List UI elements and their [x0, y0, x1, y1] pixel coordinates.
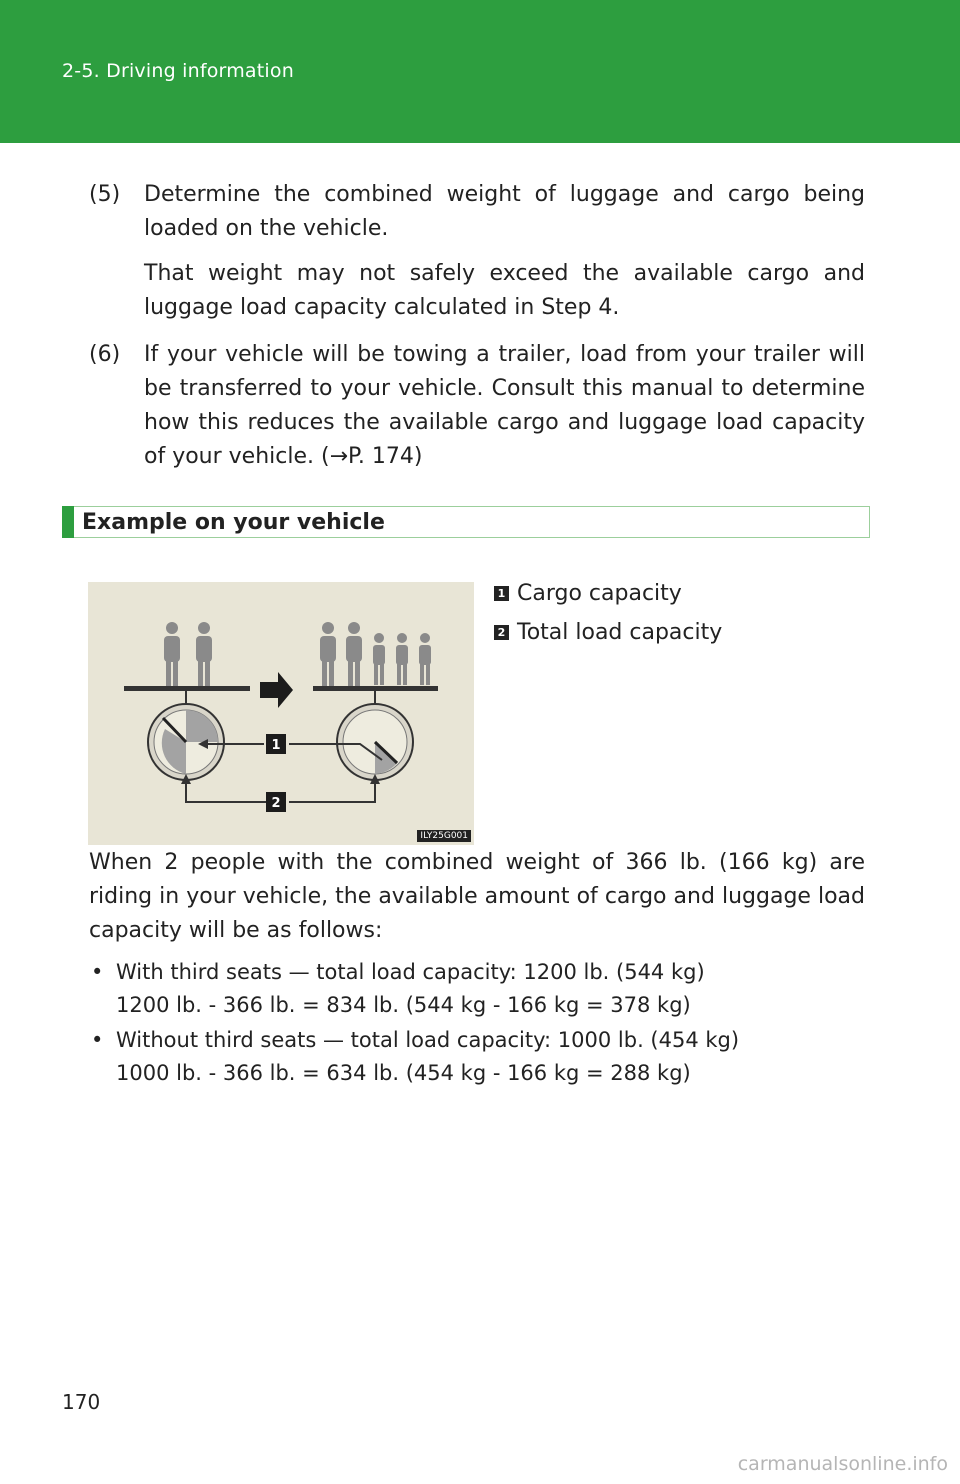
gauge-right: [336, 703, 414, 781]
bullet-list: • With third seats — total load capacity…: [89, 956, 869, 1092]
step-number: (5): [89, 182, 121, 207]
legend-item-total-load-capacity: 2 Total load capacity: [494, 619, 722, 647]
arrow-right-icon: [260, 672, 293, 708]
step-6: (6) If your vehicle will be towing a tra…: [89, 338, 865, 474]
gauge-left: [147, 703, 225, 781]
people-icon-left: [164, 622, 212, 686]
example-heading: Example on your vehicle: [62, 506, 870, 538]
bullet-calculation: 1200 lb. - 366 lb. = 834 lb. (544 kg - 1…: [116, 993, 691, 1017]
illustration-svg: 1 2: [124, 622, 438, 812]
example-paragraph: When 2 people with the combined weight o…: [89, 850, 865, 943]
callout-badge-2: [266, 792, 286, 812]
watermark: carmanualsonline.info: [737, 1453, 948, 1475]
page-number: 170: [62, 1390, 101, 1414]
load-capacity-illustration: 1 2 ILY25G001: [88, 582, 474, 845]
step-number: (6): [89, 342, 121, 367]
bullet-line: Without third seats — total load capacit…: [116, 1028, 740, 1052]
section-title: 2-5. Driving information: [62, 60, 294, 82]
bullet-mark: •: [91, 960, 104, 984]
heading-accent: [62, 506, 74, 538]
legend-item-cargo-capacity: 1 Cargo capacity: [494, 580, 682, 608]
bullet-calculation: 1000 lb. - 366 lb. = 634 lb. (454 kg - 1…: [116, 1061, 691, 1085]
list-item: • Without third seats — total load capac…: [89, 1024, 869, 1090]
step-paragraph: That weight may not safely exceed the av…: [144, 261, 865, 320]
figure-code: ILY25G001: [417, 830, 471, 842]
legend-number-badge: 2: [494, 625, 509, 640]
callout-label-1: 1: [271, 738, 280, 753]
people-icon-right: [320, 622, 431, 686]
platform-right: [313, 686, 438, 691]
example-title: Example on your vehicle: [82, 510, 385, 535]
legend-label: Cargo capacity: [517, 581, 682, 606]
bullet-line: With third seats — total load capacity: …: [116, 960, 705, 984]
callout-badge-1: [266, 734, 286, 754]
section-header: 2-5. Driving information: [0, 0, 960, 143]
legend-label: Total load capacity: [517, 620, 723, 645]
platform-left: [124, 686, 250, 691]
legend-number-badge: 1: [494, 586, 509, 601]
list-item: • With third seats — total load capacity…: [89, 956, 869, 1022]
bullet-mark: •: [91, 1028, 104, 1052]
step-paragraph: If your vehicle will be towing a trailer…: [144, 342, 865, 469]
callout-label-2: 2: [271, 796, 280, 811]
step-5: (5) Determine the combined weight of lug…: [89, 178, 865, 325]
step-paragraph: Determine the combined weight of luggage…: [144, 182, 865, 241]
